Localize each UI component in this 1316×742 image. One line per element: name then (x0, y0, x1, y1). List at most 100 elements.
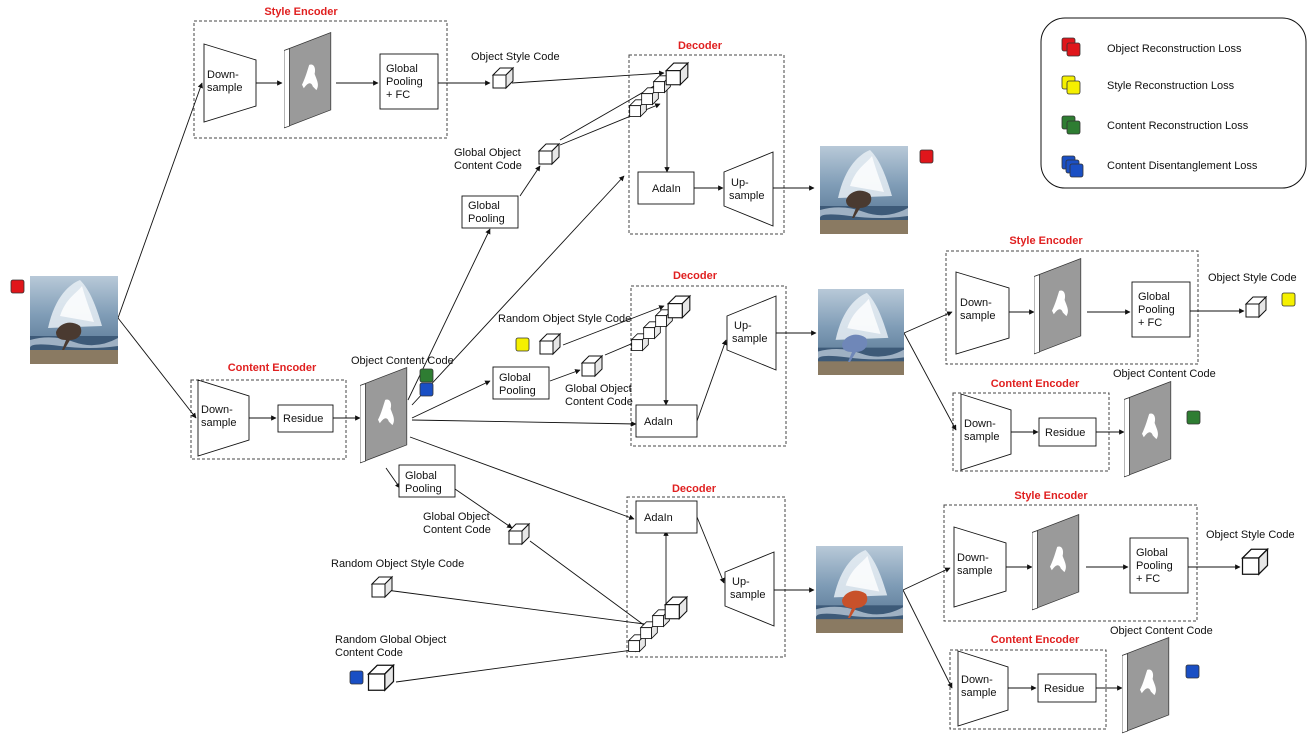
global-pooling-bottom (398, 464, 456, 498)
content-recon-marker-left (419, 368, 434, 383)
style-encoder-title-top: Style Encoder (264, 6, 338, 18)
object-style-code-label-right1: Object Style Code (1208, 272, 1297, 284)
global-pool-label-5: Global (405, 470, 437, 482)
rect-blocks (277, 53, 1191, 703)
object-content-code-label-right2: Object Content Code (1110, 625, 1213, 637)
random-style-label-mid: Random Object Style Code (498, 313, 631, 325)
residue-left (277, 404, 334, 433)
legend-icon-yellow (1061, 75, 1081, 95)
content-encoder-box-right2 (949, 649, 1107, 730)
legend-icon-green (1061, 115, 1081, 135)
global-content-label-top-2: Content Code (454, 160, 522, 172)
bird-silhouettes (56, 190, 872, 618)
downsample-label-2: sample (207, 82, 242, 94)
residue-right1 (1038, 417, 1097, 447)
global-content-code-cube-bottom (508, 523, 530, 545)
upsample-bottom (724, 551, 775, 627)
style-feature-map-top (284, 32, 332, 129)
global-content-label-bottom-1: Global Object (423, 511, 490, 523)
style-recon-marker-mid (515, 337, 530, 352)
style-feature-map-right2 (1032, 514, 1080, 611)
decoder-title-top: Decoder (678, 40, 723, 52)
global-pool-label-4: Pooling (499, 385, 536, 397)
random-style-code-cube-bottom (371, 576, 393, 598)
style-recon-marker-right (1281, 292, 1296, 307)
random-global-content-cube (367, 664, 395, 691)
downsample-label-5: Down- (960, 297, 992, 309)
object-content-code-label-left: Object Content Code (351, 355, 454, 367)
adain-label-2: AdaIn (644, 416, 673, 428)
object-style-code-label-top: Object Style Code (471, 51, 560, 63)
global-content-label-mid-2: Content Code (565, 396, 633, 408)
gp-fc-label-1: Global (386, 63, 418, 75)
random-style-label-bottom: Random Object Style Code (331, 558, 464, 570)
style-encoder-title-right1: Style Encoder (1009, 235, 1083, 247)
generated-image-bottom (816, 546, 903, 633)
decoder-box-top (628, 54, 785, 235)
gp-fc-right2 (1129, 537, 1189, 594)
content-recon-marker-right (1186, 410, 1201, 425)
generated-image-mid (818, 289, 904, 375)
object-style-code-cube (492, 67, 514, 89)
global-content-code-cube-top (538, 143, 560, 165)
object-content-feature-map (360, 367, 408, 464)
residue-right2 (1037, 673, 1097, 703)
input-image (30, 276, 118, 364)
downsample-label-1: Down- (207, 69, 239, 81)
adain-label-1: AdaIn (652, 183, 681, 195)
random-global-label-2: Content Code (335, 647, 403, 659)
gp-fc-top (379, 53, 439, 110)
legend-icon-blue (1061, 155, 1084, 178)
legend-label-object-recon: Object Reconstruction Loss (1107, 43, 1242, 55)
content-encoder-title-left: Content Encoder (228, 362, 317, 374)
object-recon-marker-output (919, 149, 934, 164)
object-content-code-label-right1: Object Content Code (1113, 368, 1216, 380)
adain-top (637, 171, 695, 205)
disentangle-marker-left (419, 382, 434, 397)
adain-bottom (635, 500, 698, 534)
downsample-label-8: sample (964, 431, 999, 443)
downsample-label-9: Down- (957, 552, 989, 564)
legend-label-content-recon: Content Reconstruction Loss (1107, 120, 1249, 132)
residue-label-3: Residue (1044, 683, 1084, 695)
global-pool-label-2: Pooling (468, 213, 505, 225)
style-encoder-box-right2 (943, 504, 1198, 622)
loss-markers (10, 149, 1296, 685)
content-feature-map-right1 (1124, 381, 1172, 478)
global-pool-label-1: Global (468, 200, 500, 212)
global-pooling-top (461, 195, 519, 229)
downsample-label-10: sample (957, 565, 992, 577)
content-encoder-box-left (190, 379, 347, 460)
gp-fc-label-5: Pooling (1138, 304, 1175, 316)
global-pool-label-6: Pooling (405, 483, 442, 495)
global-pool-label-3: Global (499, 372, 531, 384)
global-pooling-mid (492, 366, 550, 400)
sample-blocks (197, 43, 1012, 727)
upsample-mid (726, 295, 777, 371)
upsample-label-4: sample (732, 333, 767, 345)
global-content-code-cube-mid (581, 355, 603, 377)
reconstructed-image (820, 146, 908, 234)
random-global-label-1: Random Global Object (335, 634, 446, 646)
content-encoder-title-right2: Content Encoder (991, 634, 1080, 646)
gp-fc-label-9: + FC (1136, 573, 1160, 585)
upsample-label-6: sample (730, 589, 765, 601)
object-style-code-cube-right1 (1245, 296, 1267, 318)
downsample-label-6: sample (960, 310, 995, 322)
style-encoder-title-right2: Style Encoder (1014, 490, 1088, 502)
gp-fc-label-4: Global (1138, 291, 1170, 303)
style-encoder-box-top (193, 20, 448, 139)
downsample-label-4: sample (201, 417, 236, 429)
decoder-box-mid (630, 285, 787, 447)
downsample-label-3: Down- (201, 404, 233, 416)
adain-mid (635, 404, 698, 438)
global-content-label-top-1: Global Object (454, 147, 521, 159)
residue-label-1: Residue (283, 413, 323, 425)
downsample-label-7: Down- (964, 418, 996, 430)
object-recon-marker-input (10, 279, 25, 294)
downsample-label-11: Down- (961, 674, 993, 686)
style-encoder-box-right1 (945, 250, 1199, 365)
downsample-style-right2 (953, 526, 1007, 608)
